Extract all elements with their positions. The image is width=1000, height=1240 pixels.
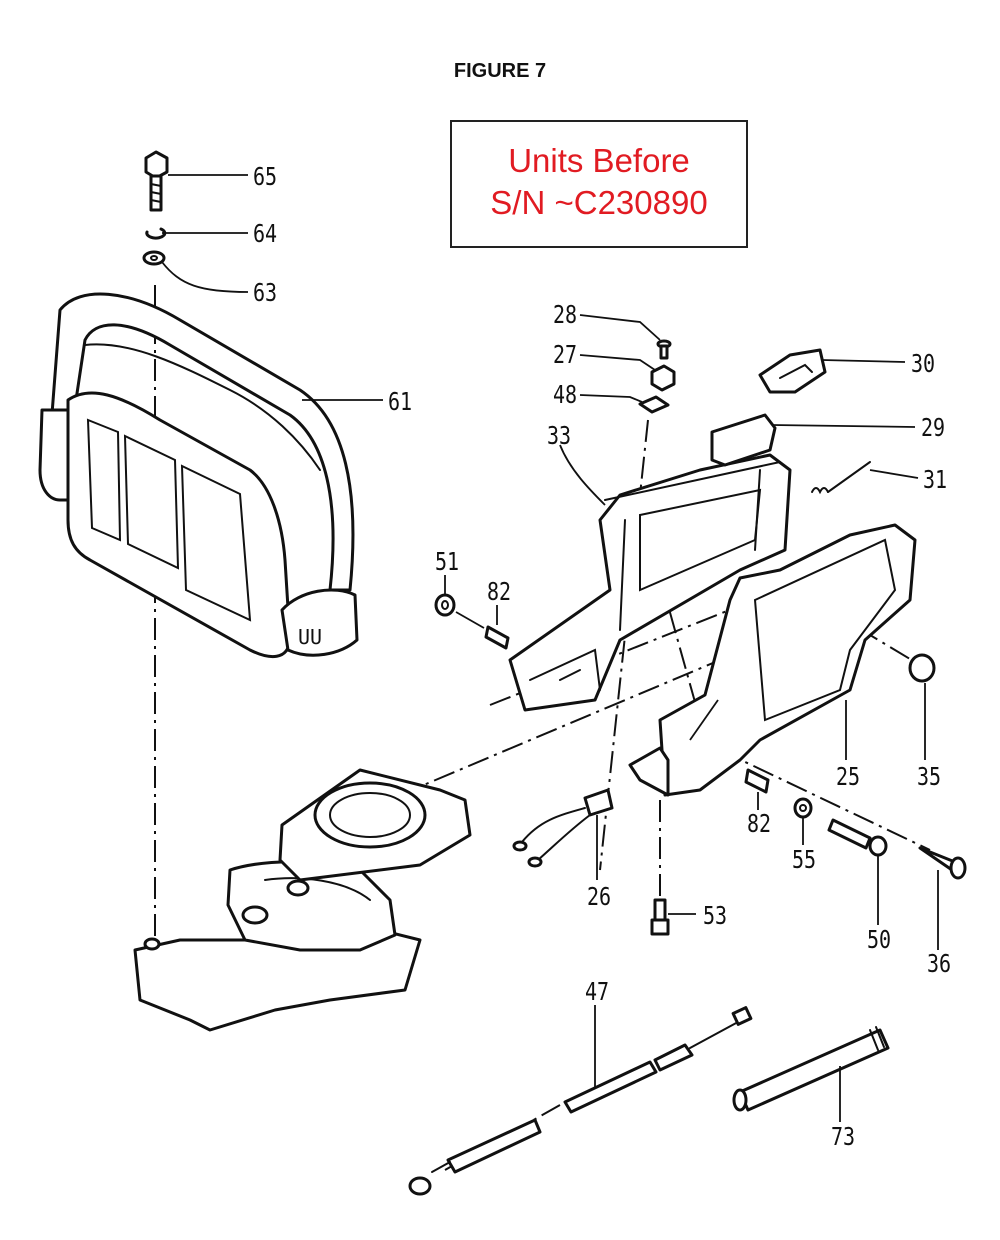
callout-36: 36 — [927, 950, 951, 979]
part-26-switch-harness — [512, 788, 614, 868]
callout-31: 31 — [923, 466, 947, 495]
callout-65: 65 — [253, 163, 277, 192]
serial-notice-box: Units Before S/N ~C230890 — [450, 120, 748, 248]
part-29-bracket — [710, 413, 777, 467]
part-36-screw — [918, 846, 967, 880]
callout-25: 25 — [836, 763, 860, 792]
callout-47: 47 — [585, 978, 609, 1007]
callout-73: 73 — [831, 1123, 855, 1152]
notice-line-2: S/N ~C230890 — [490, 184, 708, 221]
callout-61: 61 — [388, 388, 412, 417]
part-27-block — [650, 364, 676, 392]
part-48-plate — [638, 395, 670, 414]
center-lines — [154, 285, 931, 1171]
part-73-drive-shaft — [732, 1026, 890, 1112]
part-35-bushing — [908, 653, 936, 683]
figure-title: FIGURE 7 — [453, 60, 547, 82]
part-63-washer — [142, 250, 166, 266]
callout-51: 51 — [435, 548, 459, 577]
callout-63: 63 — [253, 279, 277, 308]
callout-55: 55 — [792, 846, 816, 875]
part-31-spring — [811, 461, 871, 495]
part-25-outer-frame — [628, 523, 917, 797]
callout-48: 48 — [553, 381, 577, 410]
callout-28: 28 — [553, 301, 577, 330]
part-61-front-handle: UU — [38, 292, 359, 659]
engine-housing — [133, 768, 472, 1032]
notice-line-1: Units Before — [508, 142, 690, 179]
callout-53: 53 — [703, 902, 727, 931]
callout-29: 29 — [921, 414, 945, 443]
callout-82-right: 82 — [747, 810, 771, 839]
part-30-clip — [758, 348, 827, 394]
leader-lines — [161, 174, 939, 1122]
callout-50: 50 — [867, 926, 891, 955]
part-47-throttle-cable — [408, 1006, 753, 1196]
part-33-inner-frame — [508, 453, 792, 712]
part-64-lock-washer — [145, 227, 167, 240]
part-50-bolt — [827, 818, 888, 857]
callout-64: 64 — [253, 220, 277, 249]
part-65-bolt — [144, 150, 169, 212]
part-53-bolt — [650, 898, 670, 936]
part-55-washer — [793, 797, 813, 819]
callout-82-left: 82 — [487, 578, 511, 607]
callout-27: 27 — [553, 341, 577, 370]
part-51-bushing — [434, 593, 456, 617]
callout-35: 35 — [917, 763, 941, 792]
callout-33: 33 — [547, 422, 571, 451]
callout-26: 26 — [587, 883, 611, 912]
callout-30: 30 — [911, 350, 935, 379]
part-82-pin-left — [484, 625, 510, 650]
part-82-pin-right — [744, 768, 770, 794]
part-28-screw — [656, 339, 672, 360]
svg-text:UU: UU — [298, 625, 322, 649]
callout-labels: 65 64 63 61 28 27 48 33 30 29 31 51 82 2… — [253, 163, 951, 1152]
